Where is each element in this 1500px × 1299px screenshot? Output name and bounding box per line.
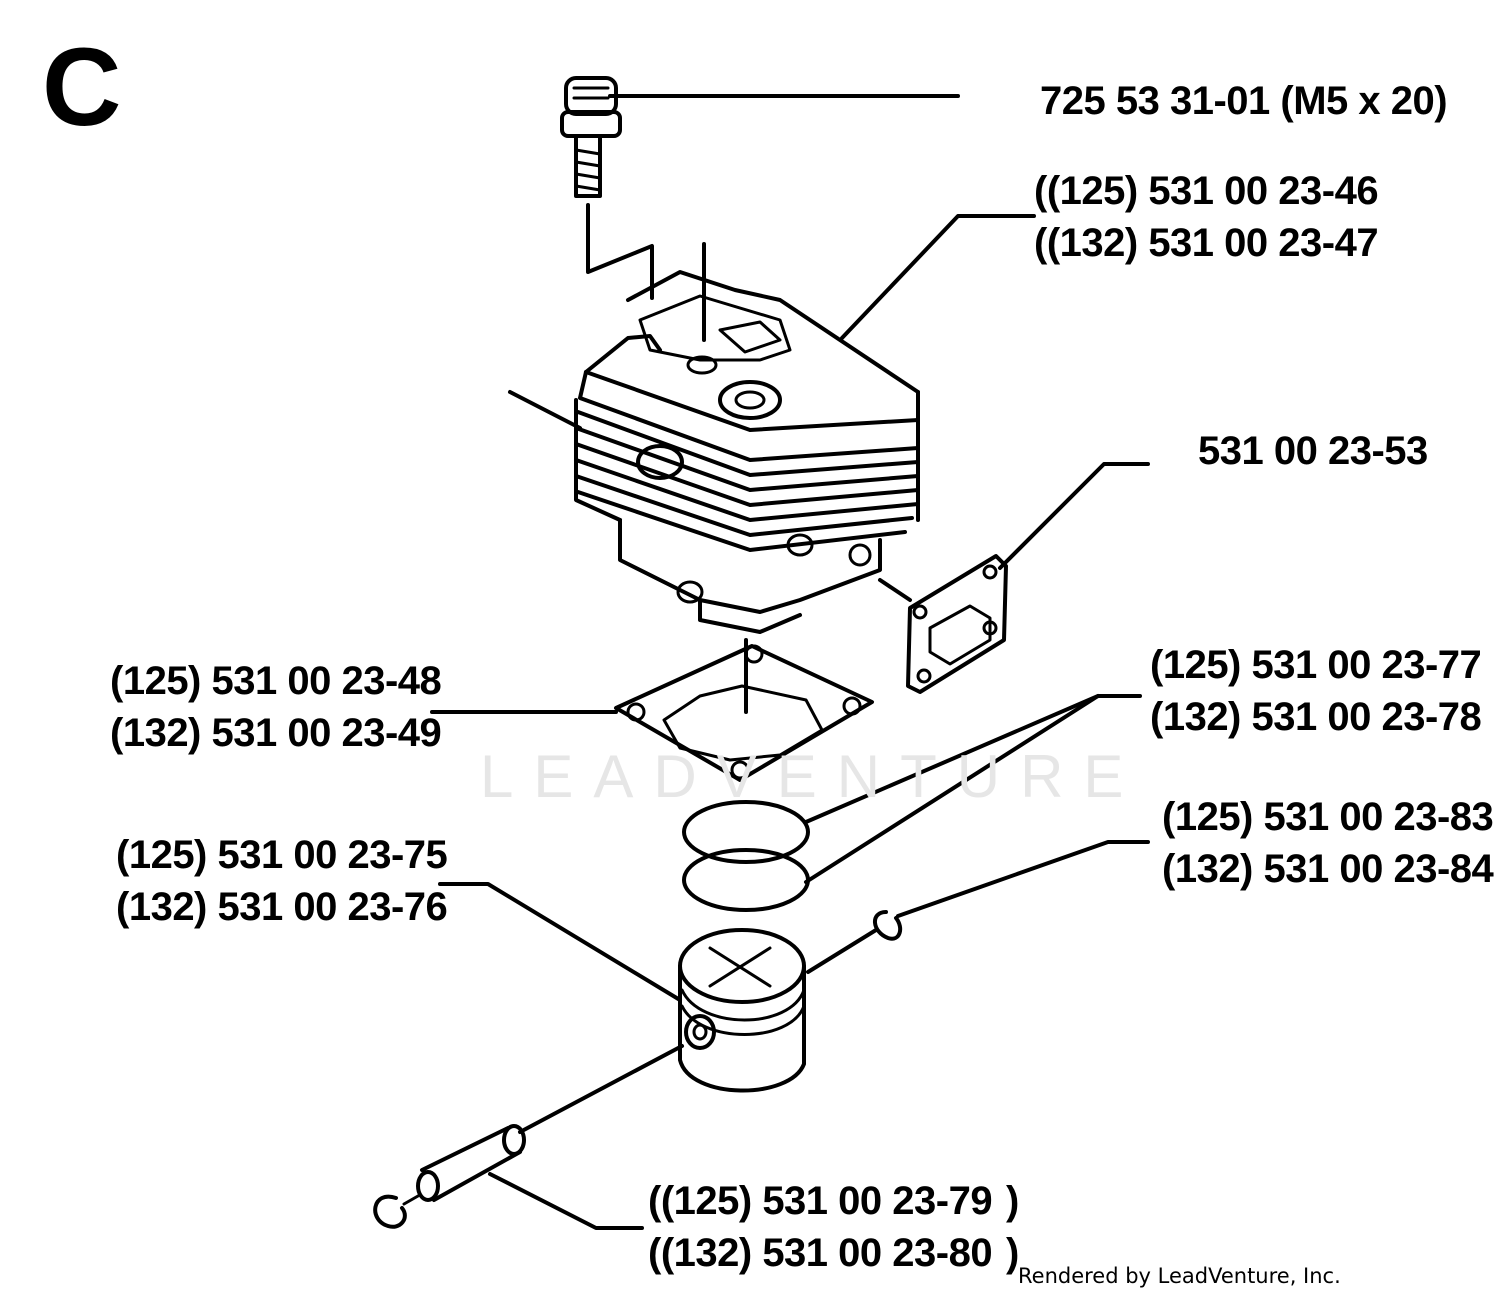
- piston-pin-bracket-top: ): [1006, 1179, 1019, 1223]
- screw-label: 725 53 31-01 (M5 x 20): [1040, 79, 1448, 123]
- section-letter: C: [42, 26, 122, 149]
- cylinder-part: [508, 270, 920, 634]
- cylinder-label-125: ((125) 531 00 23-46: [1034, 169, 1379, 213]
- circlip-label-132: (132) 531 00 23-84: [1162, 847, 1494, 891]
- piston-rings-label-132: (132) 531 00 23-78: [1150, 695, 1482, 739]
- watermark: LEADVENTURE: [480, 743, 1144, 810]
- leader-lines: [430, 94, 1150, 1230]
- piston-rings-part: [682, 800, 810, 912]
- screw-part: [560, 76, 706, 342]
- piston-label-132: (132) 531 00 23-76: [116, 885, 448, 929]
- base-gasket-part: [614, 638, 874, 782]
- circlip-part: [806, 910, 903, 974]
- intake-gasket-part: [906, 554, 1008, 694]
- credit-text: Rendered by LeadVenture, Inc.: [1018, 1264, 1341, 1288]
- piston-part: [678, 928, 806, 1093]
- piston-pin-label-125: ((125) 531 00 23-79: [648, 1179, 993, 1223]
- intake-gasket-label: 531 00 23-53: [1198, 429, 1428, 473]
- base-gasket-label-132: (132) 531 00 23-49: [110, 711, 442, 755]
- piston-pin-label-132: ((132) 531 00 23-80: [648, 1231, 993, 1275]
- piston-pin-part: [373, 1044, 684, 1229]
- cylinder-label-132: ((132) 531 00 23-47: [1034, 221, 1379, 265]
- circlip-label-125: (125) 531 00 23-83: [1162, 795, 1494, 839]
- piston-label-125: (125) 531 00 23-75: [116, 833, 448, 877]
- piston-rings-label-125: (125) 531 00 23-77: [1150, 643, 1482, 687]
- base-gasket-label-125: (125) 531 00 23-48: [110, 659, 442, 703]
- piston-pin-bracket-bottom: ): [1006, 1231, 1019, 1275]
